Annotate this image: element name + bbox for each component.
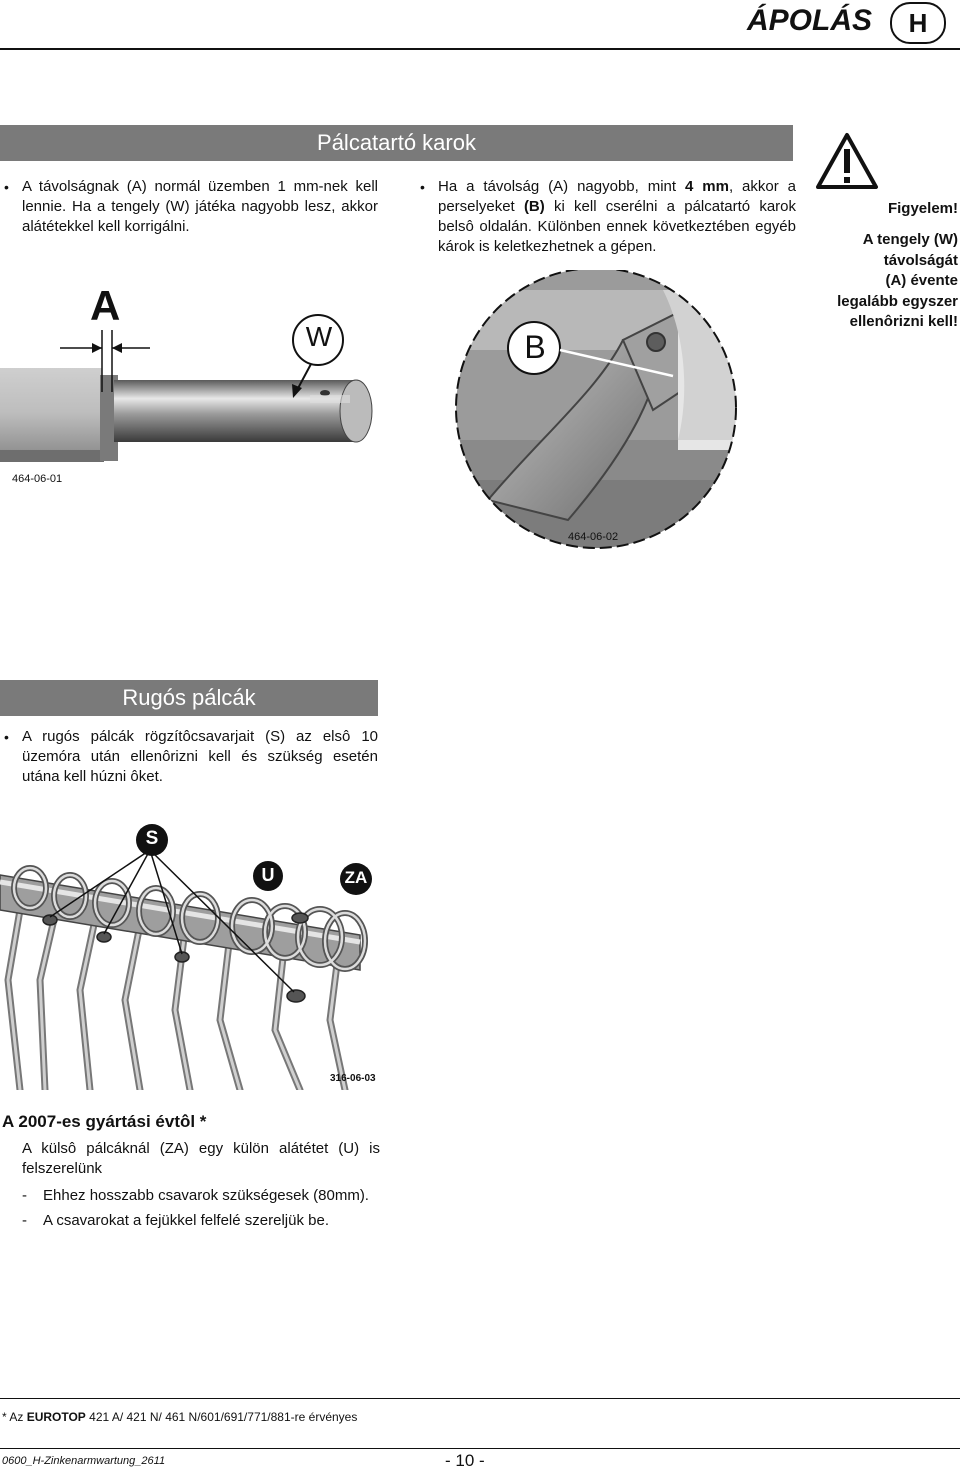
- section-title-text: Rugós pálcák: [122, 685, 256, 710]
- label-a: A: [90, 282, 121, 329]
- label-za: ZA: [344, 868, 368, 887]
- warning-title: Figyelem!: [887, 200, 958, 217]
- para-za: A külsô pálcáknál (ZA) egy külön alátéte…: [22, 1140, 380, 1177]
- label-w: W: [305, 321, 333, 352]
- bullet-mid-bold-1: 4 mm: [685, 178, 729, 195]
- page-header-title: ÁPOLÁS: [746, 4, 872, 37]
- subheading-2007: A 2007-es gyártási évtôl *: [2, 1112, 207, 1131]
- warning-line: A tengely (W): [862, 231, 958, 248]
- figure-code-1: 464-06-01: [12, 473, 63, 485]
- section-title-text: Pálcatartó karok: [317, 130, 476, 155]
- figure-code-2: 464-06-02: [568, 531, 619, 543]
- bullet-middle: Ha a távolság (A) nagyobb, mint 4 mm, ak…: [420, 177, 797, 257]
- footnote: * Az EUROTOP 421 A/ 421 N/ 461 N/601/691…: [2, 1410, 357, 1424]
- warning-line: távolságát: [883, 251, 958, 269]
- bullet-rugos: A rugós pálcák rögzítôcsavarjait (S) az …: [4, 727, 378, 787]
- dash-item-2: -A csavarokat a fejükkel felfelé szerelj…: [22, 1212, 329, 1229]
- label-b: B: [524, 329, 546, 365]
- bullet-mid-text-3: ki kell cserélni a pálcatartó karok bels…: [438, 198, 797, 255]
- warning-text: A tengely (W) távolságát (A) évente lega…: [790, 230, 958, 333]
- language-badge: H: [890, 2, 946, 44]
- page-number: - 10 -: [445, 1451, 485, 1470]
- dash-item-1: -Ehhez hosszabb csavarok szükségesek (80…: [22, 1187, 369, 1204]
- footnote-prefix: * Az: [2, 1410, 27, 1424]
- section-title-rugos: Rugós pálcák: [0, 680, 378, 716]
- bushing-detail-figure: [455, 270, 737, 549]
- warning-triangle-icon: [816, 133, 878, 189]
- header-rule: [0, 48, 960, 50]
- footnote-suffix: 421 A/ 421 N/ 461 N/601/691/771/881-re é…: [85, 1410, 358, 1424]
- figure-code-3: 316-06-03: [330, 1073, 376, 1084]
- dash-item-text: A csavarokat a fejükkel felfelé szereljü…: [43, 1212, 329, 1229]
- warning-line: (A) évente: [885, 272, 958, 289]
- shaft-photo-figure: [0, 314, 373, 462]
- label-u: U: [261, 865, 275, 885]
- footnote-brand: EUROTOP: [26, 1410, 86, 1424]
- warning-line: ellenôrizni kell!: [849, 313, 958, 330]
- section-title-palcatarto: Pálcatartó karok: [0, 125, 793, 161]
- warning-line: legalább egyszer: [837, 292, 958, 310]
- footer-doc-id: 0600_H-Zinkenarmwartung_2611: [2, 1455, 166, 1467]
- spring-tines-figure: [0, 824, 372, 1090]
- bullet-mid-text-1: Ha a távolság (A) nagyobb, mint: [438, 178, 685, 195]
- label-s: S: [145, 828, 159, 849]
- bullet-mid-bold-2: (B): [523, 198, 545, 215]
- dash-item-text: Ehhez hosszabb csavarok szükségesek (80m…: [43, 1187, 369, 1204]
- bullet-mid-text-2: , akkor a perselyeket: [438, 178, 796, 215]
- bullet-left: A távolságnak (A) normál üzemben 1 mm-ne…: [4, 177, 378, 237]
- footer-rule: [0, 1448, 960, 1449]
- footnote-rule: [0, 1398, 960, 1399]
